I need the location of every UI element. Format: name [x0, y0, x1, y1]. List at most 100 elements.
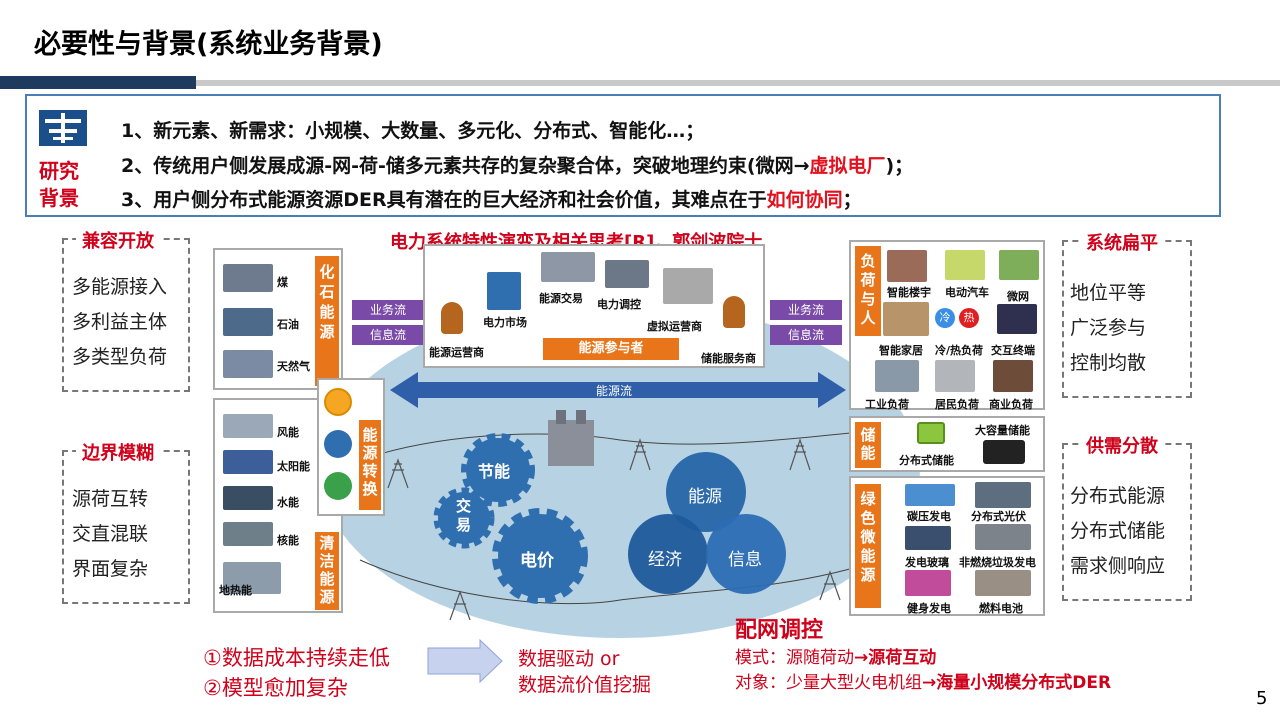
load-item-microgrid: 微网: [1007, 290, 1029, 303]
label-line-2: 背景: [39, 186, 79, 210]
storage-item-distributed: 分布式储能: [899, 454, 954, 467]
pressure-gen-image: [905, 484, 955, 506]
circle-energy-label: 能源: [688, 487, 722, 507]
load-item-ev: 电动汽车: [945, 286, 989, 299]
commercial-image: [993, 360, 1033, 392]
fuzzy-boundary-item-1: 源荷互转: [72, 488, 149, 510]
load-item-cold-hot: 冷/热负荷: [935, 344, 984, 357]
title-bar-light: [196, 80, 1280, 86]
participant-power-market: 电力市场: [483, 316, 527, 329]
fuzzy-boundary-item-3: 界面复杂: [72, 558, 149, 580]
line3-prefix: 3、用户侧分布式能源资源DER具有潜在的巨大经济和社会价值，其难点在于: [121, 189, 767, 211]
compatible-open-item-2: 多利益主体: [72, 311, 168, 333]
background-line-1: 1、新元素、新需求：小规模、大数量、多元化、分布式、智能化…；: [121, 120, 705, 142]
compatible-open-item-3: 多类型负荷: [72, 346, 168, 368]
battery-icon: [983, 440, 1025, 464]
system-flat-item-3: 控制均散: [1070, 352, 1147, 374]
label-line-1: 研究: [39, 159, 79, 183]
line3-suffix: ；: [842, 189, 862, 211]
background-line-2: 2、传统用户侧发展成源-网-荷-储多元素共存的复杂聚合体，突破地理约束(微网→虚…: [121, 151, 913, 178]
fossil-energy-tag: 化石能源: [315, 256, 339, 386]
green-item-fuel-cell: 燃料电池: [979, 602, 1023, 615]
energy-conversion-panel: 能源转换: [317, 378, 385, 516]
gas-image: [223, 350, 273, 378]
circle-info: [706, 514, 786, 594]
participant-virtual-operator: 虚拟运营商: [647, 320, 702, 333]
participants-panel: 电力市场 能源交易 电力调控 虚拟运营商 能源运营商 储能服务商 能源参与者: [423, 244, 765, 368]
storage-panel: 储能 分布式储能 大容量储能: [849, 416, 1045, 472]
gear-energy-saving: [461, 433, 535, 507]
business-flow-left: 业务流: [352, 300, 424, 320]
green-energy-tag: 绿色微能源: [855, 484, 881, 608]
load-tag-text: 负荷与人: [860, 252, 876, 327]
energy-flow-label: 能源流: [596, 384, 633, 398]
conversion-icon-3: [324, 472, 352, 500]
supply-demand-item-3: 需求侧响应: [1070, 555, 1166, 577]
operator-person-icon: [441, 302, 463, 334]
distribution-mode-line: 模式：源随荷动→源荷互动: [735, 643, 936, 668]
green-energy-panel: 绿色微能源 碳压发电 分布式光伏 发电玻璃 非燃烧垃圾发电 健身发电 燃料电池: [849, 476, 1045, 616]
fitness-gen-image: [905, 570, 951, 596]
business-flow-right: 业务流: [770, 300, 842, 320]
ev-image: [945, 250, 985, 280]
storage-tag: 储能: [855, 422, 881, 468]
geothermal-image: [223, 562, 281, 594]
system-flat-title: 系统扁平: [1080, 229, 1164, 255]
info-flow-right: 信息流: [770, 325, 842, 345]
industrial-image: [875, 360, 919, 392]
conversion-icon-1: [324, 388, 352, 416]
page-title: 必要性与背景(系统业务背景): [34, 29, 383, 60]
energy-flow-arrow: [390, 372, 846, 408]
conversion-icon-2: [324, 430, 352, 458]
fuzzy-boundary-title: 边界模糊: [76, 439, 160, 465]
supply-demand-box: 供需分散 分布式能源 分布式储能 需求侧响应: [1062, 432, 1192, 601]
research-background-box: 研究 背景 1、新元素、新需求：小规模、大数量、多元化、分布式、智能化…； 2、…: [25, 94, 1221, 217]
obj-bold: →海量小规模分布式DER: [922, 673, 1112, 693]
clean-item-wind: 风能: [277, 426, 299, 439]
energy-trade-image: [541, 252, 595, 282]
bottom-mid-line-2: 数据流价值挖掘: [518, 674, 652, 696]
distribution-control-title: 配网调控: [735, 618, 824, 643]
fuzzy-boundary-item-2: 交直混联: [72, 523, 149, 545]
circle-economy-label: 经济: [648, 550, 682, 570]
cold-icon: 冷: [935, 308, 955, 328]
bottom-left-line-1: ①数据成本持续走低: [203, 646, 390, 670]
substation-icon: [548, 420, 594, 466]
clean-energy-panel: 风能 太阳能 水能 核能 地热能 清洁能源: [213, 398, 343, 613]
load-panel: 负荷与人 智能楼宇 电动汽车 微网 智能家居 冷 热 冷/热负荷 交互终端 工业…: [849, 240, 1045, 411]
participant-power-control: 电力调控: [597, 298, 641, 311]
page-number: 5: [1256, 688, 1268, 709]
participant-energy-operator: 能源运营商: [429, 346, 484, 359]
virtual-operator-image: [663, 268, 713, 304]
participant-energy-trade: 能源交易: [539, 292, 583, 305]
storage-item-large: 大容量储能: [975, 424, 1030, 437]
fossil-item-gas: 天然气: [277, 360, 310, 373]
power-control-image: [605, 260, 649, 288]
bottom-arrow-icon: [427, 638, 503, 684]
fuzzy-boundary-box: 边界模糊 源荷互转 交直混联 界面复杂: [62, 439, 190, 604]
microgrid-image: [999, 250, 1039, 280]
compatible-open-title: 兼容开放: [76, 227, 160, 253]
gear-energy-saving-label: 节能: [478, 462, 511, 481]
load-item-residential: 居民负荷: [935, 398, 979, 411]
gear-trade: [433, 487, 495, 549]
tower-icon: [789, 438, 811, 471]
distribution-object-line: 对象：少量大型火电机组→海量小规模分布式DER: [735, 668, 1111, 693]
conversion-tag-text: 能源转换: [362, 426, 378, 498]
research-background-label: 研究 背景: [39, 158, 93, 212]
clean-item-geothermal: 地热能: [219, 584, 252, 597]
clean-tag-text: 清洁能源: [319, 534, 335, 606]
terminal-image: [997, 304, 1037, 334]
bottom-mid-line-1: 数据驱动 or: [518, 648, 620, 670]
green-item-waste-gen: 非燃烧垃圾发电: [959, 556, 1036, 569]
system-flat-item-2: 广泛参与: [1070, 317, 1147, 339]
load-item-terminal: 交互终端: [991, 344, 1035, 357]
load-item-smart-home: 智能家居: [879, 344, 923, 357]
fossil-item-coal: 煤: [277, 276, 288, 289]
line3-red: 如何协同: [766, 189, 843, 211]
tower-icon: [449, 590, 471, 621]
mode-prefix: 模式：源随荷动: [735, 648, 854, 668]
green-item-fitness-gen: 健身发电: [907, 602, 951, 615]
line2-prefix: 2、传统用户侧发展成源-网-荷-储多元素共存的复杂聚合体，突破地理约束(微网→: [121, 155, 810, 177]
load-item-industrial: 工业负荷: [865, 398, 909, 411]
